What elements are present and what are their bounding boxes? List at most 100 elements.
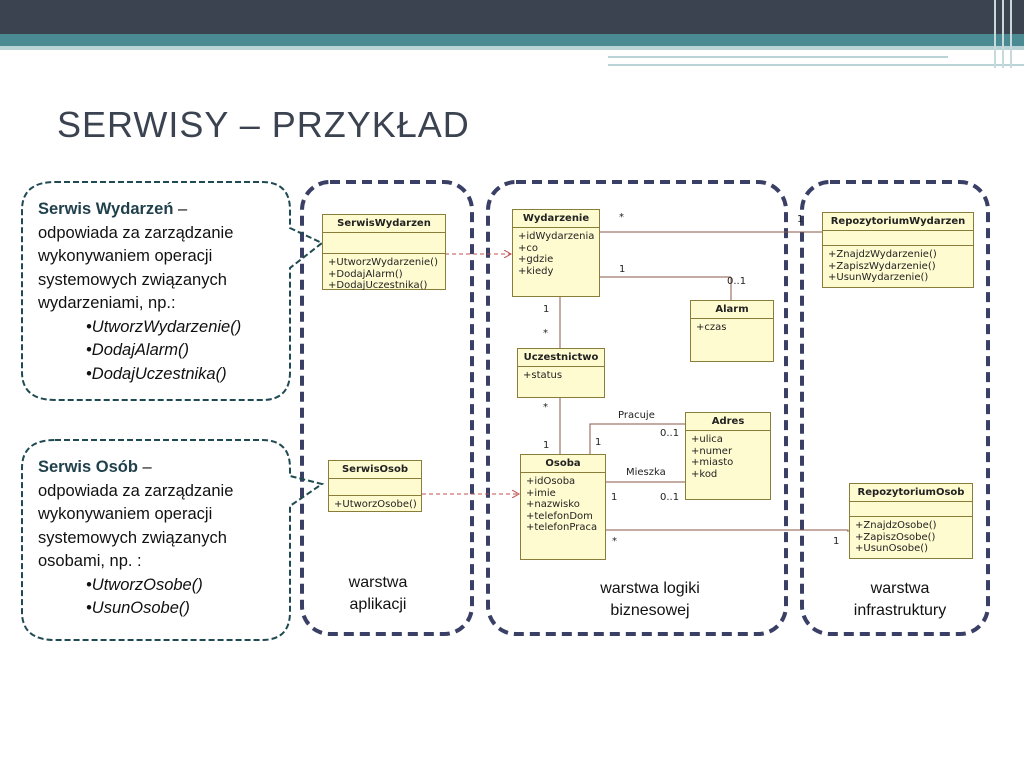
header-deco-vline xyxy=(1002,0,1004,68)
uml-ops: +UtworzWydarzenie() +DodajAlarm() +Dodaj… xyxy=(323,253,445,295)
multiplicity: 1 xyxy=(611,492,618,503)
uml-op: +ZapiszWydarzenie() xyxy=(828,260,936,272)
association-label-mieszka: Mieszka xyxy=(626,467,666,478)
callout-dash: – xyxy=(173,200,188,218)
callout-bullet: •UtworzOsobe() xyxy=(86,575,203,594)
uml-op: +UsunWydarzenie() xyxy=(828,272,929,283)
layer-label-logiki: warstwa logiki biznesowej xyxy=(570,578,730,622)
uml-attrs xyxy=(823,231,973,245)
callout-bullet: •DodajUczestnika() xyxy=(86,364,227,383)
uml-attrs: +status xyxy=(518,367,604,385)
uml-attrs: +czas xyxy=(691,319,773,337)
layer-frame-infrastruktury xyxy=(800,180,990,636)
uml-attr: +gdzie xyxy=(518,254,554,265)
layer-frame-aplikacji xyxy=(300,180,474,636)
uml-op: +ZnajdzWydarzenie() xyxy=(828,249,937,260)
multiplicity: 1 xyxy=(797,214,804,225)
callout-bullet: •UsunOsobe() xyxy=(86,599,190,617)
layer-label-line: aplikacji xyxy=(349,596,407,613)
uml-class-alarm: Alarm +czas xyxy=(690,300,774,362)
uml-attr: +kod xyxy=(691,468,718,480)
callout-lead: Serwis Osób xyxy=(38,458,138,476)
callout-serwis-osob: Serwis Osób – odpowiada za zarządzanie w… xyxy=(38,456,290,621)
header-deco-line xyxy=(608,56,948,58)
uml-attrs xyxy=(329,479,421,495)
uml-class-name: SerwisOsob xyxy=(329,461,421,479)
uml-class-name: Uczestnictwo xyxy=(518,349,604,367)
multiplicity: 1 xyxy=(543,440,550,451)
uml-class-name: Osoba xyxy=(521,455,605,473)
callout-bullet: •UtworzWydarzenie() xyxy=(86,317,242,336)
callout-bullet-text: UtworzOsobe() xyxy=(91,575,203,594)
layer-label-aplikacji: warstwa aplikacji xyxy=(318,572,438,616)
association-label-pracuje: Pracuje xyxy=(618,410,655,421)
layer-label-line: infrastruktury xyxy=(853,602,947,619)
callout-line: systemowych związanych xyxy=(38,270,227,289)
layer-label-line: warstwa xyxy=(870,580,930,597)
uml-class-name: Alarm xyxy=(691,301,773,319)
uml-attr: +idWydarzenia xyxy=(518,231,595,242)
uml-ops: +UtworzOsobe() xyxy=(329,495,421,514)
callout-line: wykonywaniem operacji xyxy=(38,505,213,523)
uml-attr: +imie xyxy=(526,487,556,499)
uml-op: +UtworzWydarzenie() xyxy=(328,257,438,268)
callout-line: odpowiada za zarządzanie xyxy=(38,223,234,242)
uml-attr: +telefonPraca xyxy=(526,522,598,533)
callout-serwis-wydarzen: Serwis Wydarzeń – odpowiada za zarządzan… xyxy=(38,198,290,386)
multiplicity: 1 xyxy=(833,536,840,547)
uml-class-osoba: Osoba +idOsoba +imie +nazwisko +telefonD… xyxy=(520,454,606,560)
uml-class-uczestnictwo: Uczestnictwo +status xyxy=(517,348,605,398)
uml-attr: +co xyxy=(518,242,538,254)
callout-bullet-text: DodajUczestnika() xyxy=(91,364,227,383)
multiplicity: * xyxy=(543,402,548,413)
header-teal-bar xyxy=(0,34,1024,46)
uml-attr: +numer xyxy=(691,445,733,457)
layer-frame-logiki xyxy=(486,180,788,636)
layer-label-line: biznesowej xyxy=(610,602,690,619)
callout-bullet: •DodajAlarm() xyxy=(86,341,189,359)
uml-class-name: Adres xyxy=(686,413,770,431)
callout-line: wykonywaniem operacji xyxy=(38,247,213,265)
multiplicity: 1 xyxy=(543,304,550,315)
uml-class-name: Wydarzenie xyxy=(513,210,599,228)
uml-class-name: SerwisWydarzen xyxy=(323,215,445,233)
uml-class-repo-wydarzen: RepozytoriumWydarzen +ZnajdzWydarzenie()… xyxy=(822,212,974,288)
uml-attrs: +idOsoba +imie +nazwisko +telefonDom +te… xyxy=(521,473,605,537)
callout-lead: Serwis Wydarzeń xyxy=(38,200,174,218)
uml-attr: +status xyxy=(523,370,563,381)
callout-dash: – xyxy=(137,458,152,476)
callout-bullet-text: UsunOsobe() xyxy=(91,599,190,617)
callout-shape-osob xyxy=(21,439,325,641)
page-title: SERWISY – PRZYKŁAD xyxy=(57,104,470,145)
uml-class-repo-osob: RepozytoriumOsob +ZnajdzOsobe() +ZapiszO… xyxy=(849,483,973,559)
uml-class-wydarzenie: Wydarzenie +idWydarzenia +co +gdzie +kie… xyxy=(512,209,600,297)
uml-class-serwis-osob: SerwisOsob +UtworzOsobe() xyxy=(328,460,422,512)
uml-attr: +ulica xyxy=(691,434,723,445)
uml-attr: +miasto xyxy=(691,457,734,468)
callout-line: systemowych związanych xyxy=(38,528,227,547)
uml-class-name: RepozytoriumWydarzen xyxy=(823,213,973,231)
callout-shape-wydarzen xyxy=(21,181,324,401)
header-dark-bar xyxy=(0,0,1024,34)
callout-bullet-text: DodajAlarm() xyxy=(91,341,189,359)
uml-class-name: RepozytoriumOsob xyxy=(850,484,972,502)
multiplicity: * xyxy=(619,212,624,223)
layer-label-infrastruktury: warstwa infrastruktury xyxy=(820,578,980,622)
uml-ops: +ZnajdzWydarzenie() +ZapiszWydarzenie() … xyxy=(823,245,973,287)
uml-class-serwis-wydarzen: SerwisWydarzen +UtworzWydarzenie() +Doda… xyxy=(322,214,446,291)
uml-op: +ZnajdzOsobe() xyxy=(855,520,937,531)
multiplicity: 0..1 xyxy=(727,276,747,287)
layer-label-line: warstwa xyxy=(348,574,408,591)
layer-label-line: warstwa logiki xyxy=(600,580,700,597)
multiplicity: 1 xyxy=(595,437,602,448)
uml-attr: +idOsoba xyxy=(526,476,576,487)
uml-attr: +nazwisko xyxy=(526,499,580,510)
header-deco-vline xyxy=(994,0,996,68)
multiplicity: 0..1 xyxy=(660,492,680,503)
callout-line: odpowiada za zarządzanie xyxy=(38,481,234,500)
multiplicity: * xyxy=(543,328,548,339)
uml-attrs: +ulica +numer +miasto +kod xyxy=(686,431,770,483)
callout-line: osobami, np. : xyxy=(38,552,142,570)
multiplicity: 1 xyxy=(619,264,626,275)
